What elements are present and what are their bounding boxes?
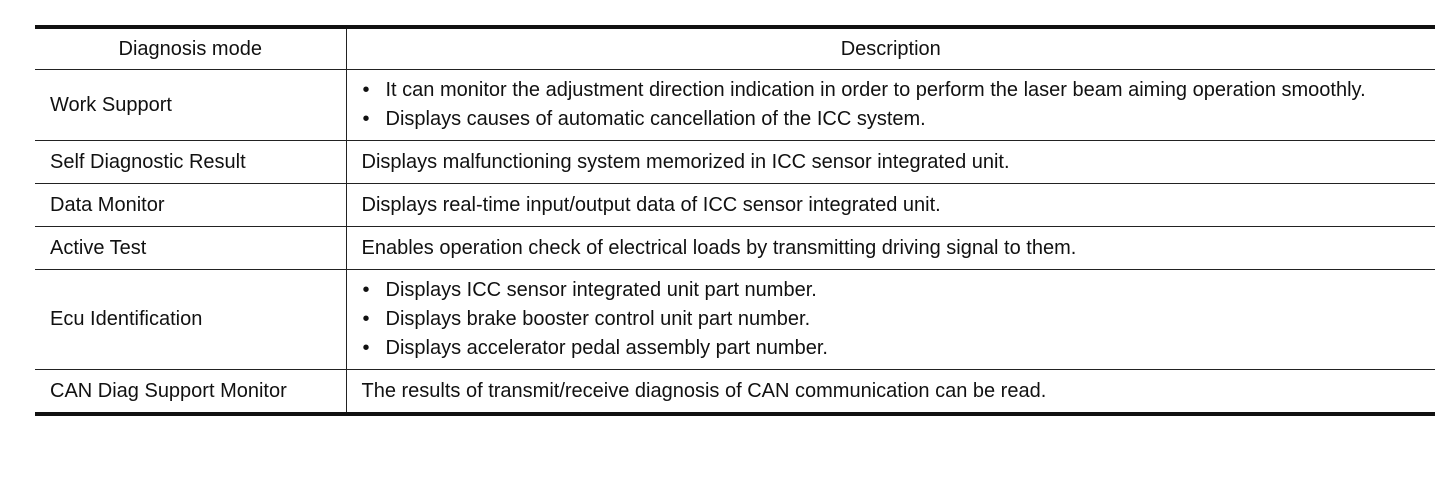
header-diagnosis-mode: Diagnosis mode	[35, 25, 347, 70]
description-cell: It can monitor the adjustment direction …	[345, 69, 1435, 141]
list-item: Displays brake booster control unit part…	[362, 305, 1426, 334]
description-cell: Enables operation check of electrical lo…	[345, 226, 1435, 270]
description-cell: The results of transmit/receive diagnosi…	[345, 369, 1435, 416]
description-cell: Displays ICC sensor integrated unit part…	[345, 269, 1435, 370]
description-cell: Displays malfunctioning system memorized…	[345, 140, 1435, 184]
description-cell: Displays real-time input/output data of …	[345, 183, 1435, 227]
table-row: Data Monitor Displays real-time input/ou…	[35, 183, 1435, 227]
table-row: Work Support It can monitor the adjustme…	[35, 69, 1435, 141]
table-row: CAN Diag Support Monitor The results of …	[35, 369, 1435, 416]
list-item: Displays causes of automatic cancellatio…	[362, 105, 1426, 134]
table-header-row: Diagnosis mode Description	[35, 25, 1435, 70]
table-row: Self Diagnostic Result Displays malfunct…	[35, 140, 1435, 184]
bullet-list: It can monitor the adjustment direction …	[362, 76, 1426, 134]
mode-cell: Ecu Identification	[35, 269, 347, 370]
mode-cell: CAN Diag Support Monitor	[35, 369, 347, 416]
header-description: Description	[345, 25, 1435, 70]
diagnosis-mode-table: Diagnosis mode Description Work Support …	[35, 25, 1435, 416]
table-row: Ecu Identification Displays ICC sensor i…	[35, 269, 1435, 370]
mode-cell: Data Monitor	[35, 183, 347, 227]
mode-cell: Self Diagnostic Result	[35, 140, 347, 184]
bullet-list: Displays ICC sensor integrated unit part…	[362, 276, 1426, 363]
table-row: Active Test Enables operation check of e…	[35, 226, 1435, 270]
mode-cell: Work Support	[35, 69, 347, 141]
list-item: Displays ICC sensor integrated unit part…	[362, 276, 1426, 305]
list-item: It can monitor the adjustment direction …	[362, 76, 1426, 105]
mode-cell: Active Test	[35, 226, 347, 270]
list-item: Displays accelerator pedal assembly part…	[362, 334, 1426, 363]
